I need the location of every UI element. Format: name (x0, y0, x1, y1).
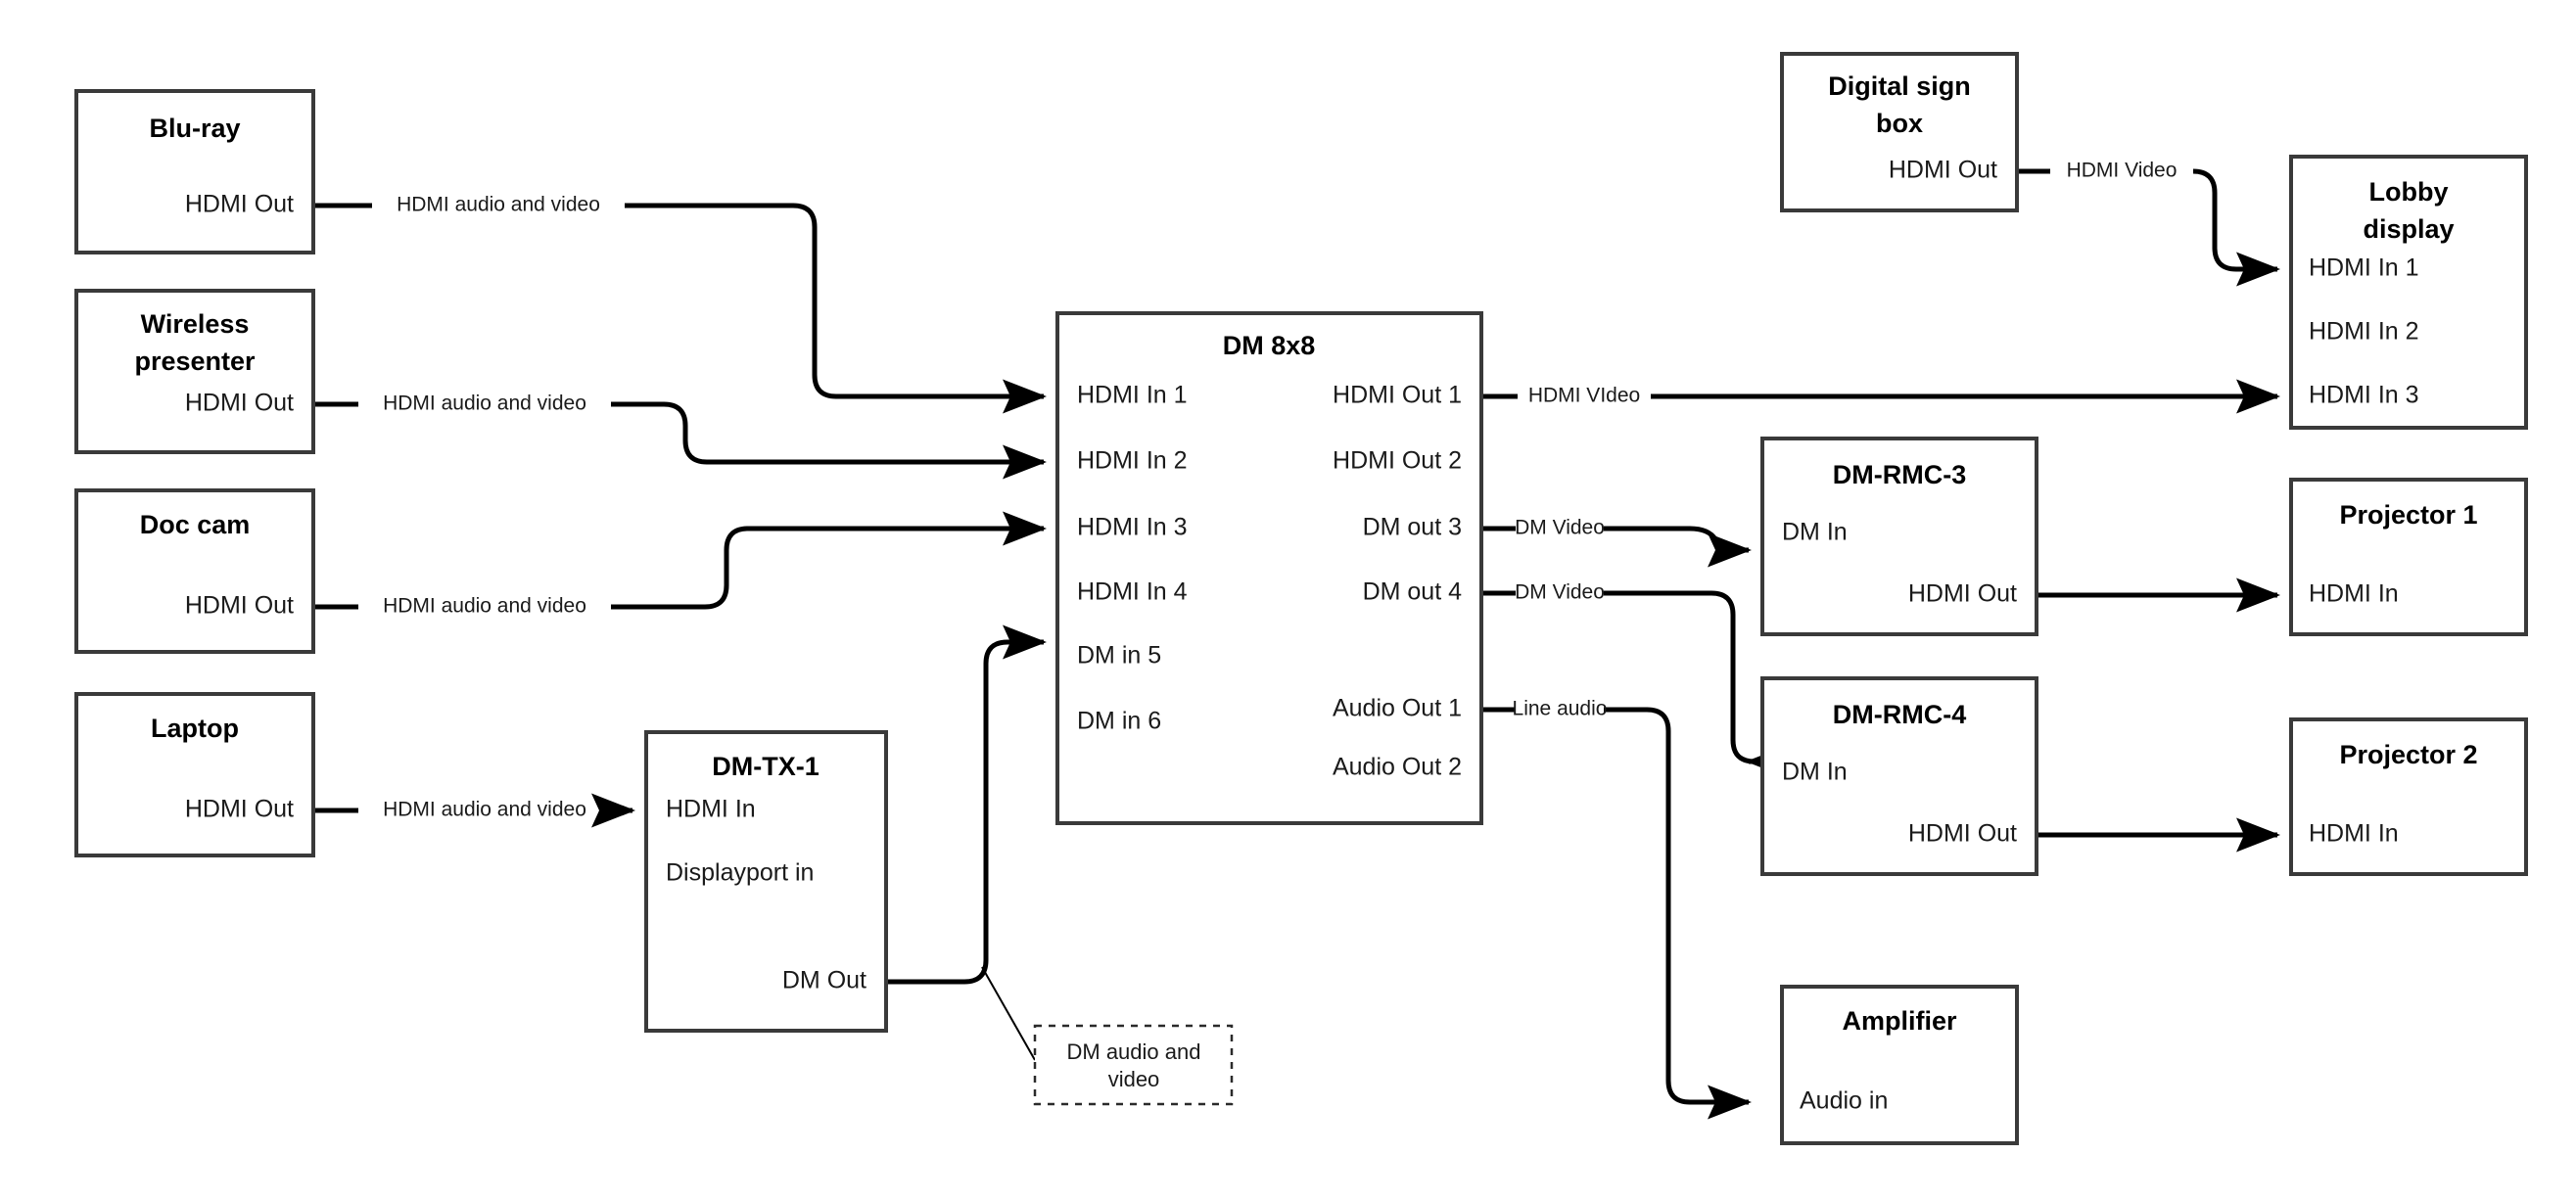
note-dm-audio-and-video-line2: video (1108, 1067, 1160, 1091)
node-digital-sign-box-title-line1: Digital sign (1828, 71, 1971, 101)
node-projector-2-title: Projector 2 (2339, 740, 2477, 769)
link-dm8x8-out3-to-rmc3 (1481, 529, 1749, 550)
note-dm-audio-and-video-box (1033, 1024, 1234, 1106)
node-dm-rmc-4-box[interactable] (1760, 676, 2038, 876)
node-amplifier-box[interactable] (1780, 985, 2019, 1145)
link-digitalsign-to-lobby (2017, 168, 2277, 269)
node-lobby-display-title-line2: display (2363, 214, 2454, 244)
node-projector-1[interactable]: Projector 1 HDMI In (2289, 478, 2528, 636)
node-dm-rmc-4-port-hdmi-out: HDMI Out (1908, 820, 2017, 848)
node-dm-8x8-title: DM 8x8 (1223, 331, 1316, 360)
link-dmtx1-to-dm8x8 (886, 624, 1048, 985)
node-dm-rmc-3[interactable]: DM-RMC-3 DM In HDMI Out (1760, 437, 2038, 636)
node-wireless-presenter-box[interactable] (74, 289, 315, 454)
note-dm-audio-and-video-line1: DM audio and (1067, 1039, 1201, 1064)
node-dm-8x8-output-dm-out-3: DM out 3 (1363, 514, 1462, 541)
node-dm-tx-1-port-hdmi-in: HDMI In (666, 796, 756, 823)
node-dm-tx-1-box[interactable] (644, 730, 888, 1033)
node-dm-rmc-4-port-dm-in: DM In (1782, 759, 1848, 786)
node-dm-8x8-output-audio-out-2: Audio Out 2 (1333, 754, 1462, 781)
edge-label-bluray: HDMI audio and video (397, 194, 600, 216)
node-dm-8x8-input-hdmi-in-4: HDMI In 4 (1077, 578, 1188, 606)
leader-dm-audio-video-note (981, 966, 1036, 1061)
node-bluray-port-hdmi-out: HDMI Out (185, 191, 294, 218)
node-dm-rmc-3-port-dm-in: DM In (1782, 519, 1848, 546)
node-doc-cam-title: Doc cam (140, 510, 251, 539)
node-projector-2-port-hdmi-in: HDMI In (2309, 820, 2399, 848)
node-dm-tx-1-port-dm-out: DM Out (782, 967, 866, 994)
node-dm-8x8-output-audio-out-1: Audio Out 1 (1333, 695, 1462, 722)
node-dm-8x8-input-hdmi-in-1: HDMI In 1 (1077, 382, 1188, 409)
edge-label-laptop: HDMI audio and video (383, 799, 586, 821)
node-dm-tx-1-title: DM-TX-1 (712, 752, 820, 781)
node-dm-8x8-input-dm-in-5: DM in 5 (1077, 642, 1161, 670)
node-dm-8x8-input-hdmi-in-3: HDMI In 3 (1077, 514, 1188, 541)
node-projector-2[interactable]: Projector 2 HDMI In (2289, 717, 2528, 876)
edge-label-wireless: HDMI audio and video (383, 393, 586, 415)
node-dm-rmc-3-box[interactable] (1760, 437, 2038, 636)
node-amplifier-port-audio-in: Audio in (1800, 1087, 1888, 1115)
node-doc-cam[interactable]: Doc cam HDMI Out (74, 488, 315, 654)
edge-label-hdmi-video-lobby: HDMI VIdeo (1528, 385, 1640, 407)
node-dm-8x8-input-dm-in-6: DM in 6 (1077, 708, 1161, 735)
node-projector-1-port-hdmi-in: HDMI In (2309, 580, 2399, 608)
node-digital-sign-box-box[interactable] (1780, 52, 2019, 212)
note-dm-audio-and-video: DM audio and video (1033, 1024, 1234, 1106)
node-lobby-display-port-hdmi-in-3: HDMI In 3 (2309, 382, 2419, 409)
node-lobby-display[interactable]: Lobby display HDMI In 1 HDMI In 2 HDMI I… (2289, 155, 2528, 430)
node-lobby-display-title-line1: Lobby (2369, 177, 2449, 207)
node-projector-1-title: Projector 1 (2339, 500, 2477, 530)
node-bluray[interactable]: Blu-ray HDMI Out (74, 89, 315, 254)
node-dm-rmc-4-title: DM-RMC-4 (1833, 700, 1966, 729)
node-lobby-display-box[interactable] (2289, 155, 2528, 430)
node-laptop-title: Laptop (151, 714, 239, 743)
node-digital-sign-box-port-hdmi-out: HDMI Out (1889, 157, 1997, 184)
node-doc-cam-port-hdmi-out: HDMI Out (185, 592, 294, 620)
node-laptop[interactable]: Laptop HDMI Out (74, 692, 315, 857)
node-lobby-display-port-hdmi-in-1: HDMI In 1 (2309, 254, 2419, 282)
node-dm-8x8-input-hdmi-in-2: HDMI In 2 (1077, 447, 1188, 475)
node-dm-8x8[interactable]: DM 8x8 HDMI In 1 HDMI In 2 HDMI In 3 HDM… (1055, 311, 1483, 825)
node-wireless-presenter-title-line2: presenter (134, 346, 256, 376)
node-laptop-port-hdmi-out: HDMI Out (185, 796, 294, 823)
node-digital-sign-box-title-line2: box (1876, 109, 1923, 138)
node-lobby-display-port-hdmi-in-2: HDMI In 2 (2309, 318, 2419, 346)
link-doccam-to-dm8x8 (313, 529, 1044, 610)
node-projector-1-box[interactable] (2289, 478, 2528, 636)
edge-label-hdmi-video-sign: HDMI Video (2067, 160, 2178, 182)
node-digital-sign-box[interactable]: Digital sign box HDMI Out (1780, 52, 2019, 212)
node-dm-8x8-output-dm-out-4: DM out 4 (1363, 578, 1463, 606)
node-doc-cam-box[interactable] (74, 488, 315, 654)
link-dm8x8-out4-to-rmc4 (1481, 590, 1755, 762)
link-dm8x8-audio1-to-amplifier (1481, 707, 1749, 1102)
node-dm-rmc-3-port-hdmi-out: HDMI Out (1908, 580, 2017, 608)
node-dm-rmc-3-title: DM-RMC-3 (1833, 460, 1966, 489)
node-dm-tx-1-port-displayport-in: Displayport in (666, 859, 814, 887)
node-dm-rmc-4[interactable]: DM-RMC-4 DM In HDMI Out (1760, 676, 2038, 876)
edge-label-dm-video-rmc3: DM Video (1515, 517, 1605, 539)
node-wireless-presenter[interactable]: Wireless presenter HDMI Out (74, 289, 315, 454)
node-laptop-box[interactable] (74, 692, 315, 857)
node-dm-tx-1[interactable]: DM-TX-1 HDMI In Displayport in DM Out (644, 730, 888, 1033)
node-projector-2-box[interactable] (2289, 717, 2528, 876)
node-amplifier[interactable]: Amplifier Audio in (1780, 985, 2019, 1145)
node-dm-8x8-output-hdmi-out-1: HDMI Out 1 (1333, 382, 1462, 409)
node-bluray-box[interactable] (74, 89, 315, 254)
node-wireless-presenter-port-hdmi-out: HDMI Out (185, 390, 294, 417)
node-bluray-title: Blu-ray (149, 114, 240, 143)
node-dm-8x8-output-hdmi-out-2: HDMI Out 2 (1333, 447, 1462, 475)
node-amplifier-title: Amplifier (1842, 1006, 1957, 1036)
edge-label-line-audio: Line audio (1513, 698, 1608, 720)
link-wireless-to-dm8x8 (313, 401, 1044, 462)
node-dm-8x8-box[interactable] (1055, 311, 1483, 825)
node-wireless-presenter-title-line1: Wireless (141, 309, 250, 339)
edge-label-dm-video-rmc4: DM Video (1515, 581, 1605, 604)
link-bluray-to-dm8x8 (313, 203, 1044, 396)
edge-label-doccam: HDMI audio and video (383, 595, 586, 618)
